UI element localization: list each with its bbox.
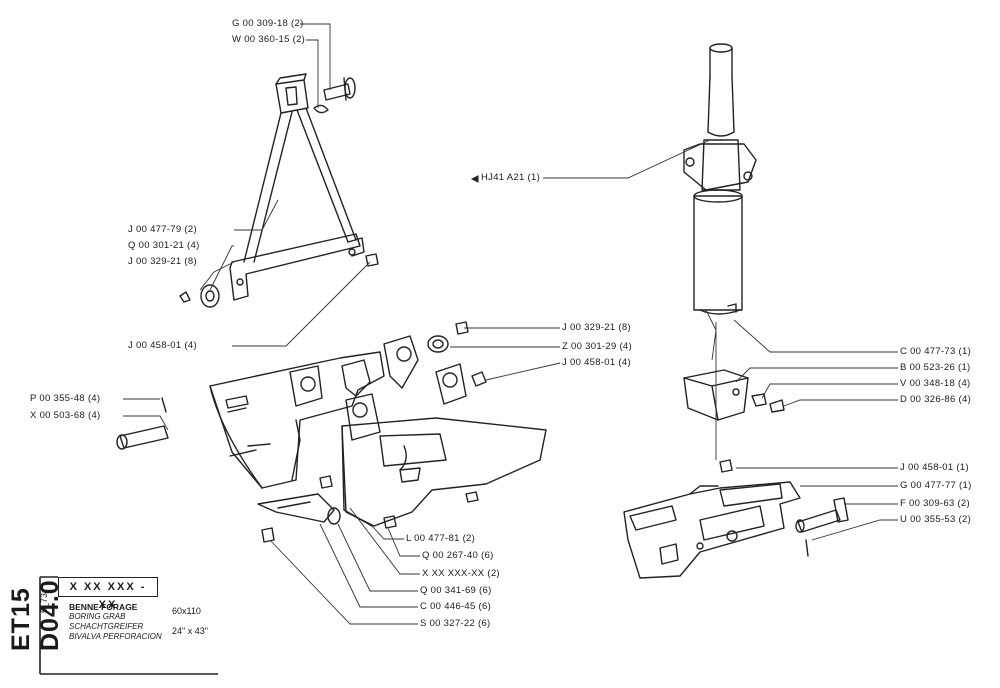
title-fr: BENNE FORAGE — [69, 602, 138, 612]
callout-s-327-22: S 00 327-22 (6) — [420, 618, 491, 629]
pin-p-355-48 — [161, 397, 167, 413]
bolt-s-327-22 — [261, 527, 275, 543]
bolt-v-348-18 — [751, 393, 767, 407]
callout-f-309-63: F 00 309-63 (2) — [900, 498, 970, 509]
nut-j-458-01-right — [719, 459, 733, 473]
callout-q-341-69: Q 00 341-69 (6) — [420, 585, 492, 596]
hydraulic-cylinder-part — [683, 43, 757, 315]
callout-j-458-01-right: J 00 458-01 (1) — [900, 462, 969, 473]
callout-j-458-01-mid: J 00 458-01 (4) — [562, 357, 631, 368]
callout-g-477-77: G 00 477-77 (1) — [900, 480, 972, 491]
pin-u-355-53 — [805, 539, 809, 557]
callout-x-503-68: X 00 503-68 (4) — [30, 410, 101, 421]
dimension-imperial: 24" x 43" — [172, 626, 208, 636]
callout-d-326-86: D 00 326-86 (4) — [900, 394, 972, 405]
callout-x-xxx: X XX XXX-XX (2) — [422, 568, 500, 579]
pin-f-309-63 — [795, 497, 849, 533]
sheet-code-block: ET15 D04.0 — [6, 510, 64, 660]
callout-j-458-01-left: J 00 458-01 (4) — [128, 340, 197, 351]
leader-lines — [123, 23, 898, 625]
bolt-d-326-86 — [769, 399, 785, 413]
hj41-arrow-icon — [470, 175, 479, 183]
title-es: BIVALVA PERFORACION — [69, 632, 162, 641]
washer-z-301-29 — [427, 335, 449, 353]
callout-c-477-73: C 00 477-73 (1) — [900, 346, 972, 357]
sheet-frame — [39, 576, 218, 675]
washer-q-301-21 — [179, 284, 220, 308]
tooth-l-477-81 — [257, 493, 335, 523]
callout-l-477-81: L 00 477-81 (2) — [406, 533, 476, 544]
nut-c-446-45 — [327, 507, 341, 525]
nut-j-458-01-mid — [471, 371, 487, 387]
callout-b-523-26: B 00 523-26 (1) — [900, 362, 971, 373]
callout-z-301-29: Z 00 301-29 (4) — [562, 341, 632, 352]
callout-hj41: HJ41 A21 (1) — [481, 172, 541, 183]
slide-frame-part — [623, 481, 801, 579]
title-en: BORING GRAB — [69, 612, 126, 621]
title-de: SCHACHTGREIFER — [69, 622, 144, 631]
bolt-j-329-21-mid — [455, 321, 469, 335]
title-block: X XX XXX - XX BENNE FORAGE BORING GRAB S… — [58, 577, 218, 675]
bracket-b-523-26 — [683, 369, 749, 421]
callout-j-329-21-mid: J 00 329-21 (8) — [562, 322, 631, 333]
grab-bucket-part — [209, 335, 547, 529]
part-number: X XX XXX - XX — [58, 577, 158, 611]
callout-p-355-48: P 00 355-48 (4) — [30, 393, 101, 404]
sheet-date: 5_73 — [39, 592, 50, 614]
callout-v-348-18: V 00 348-18 (4) — [900, 378, 971, 389]
callout-q-301-21: Q 00 301-21 (4) — [128, 240, 200, 251]
callout-q-267-40: Q 00 267-40 (6) — [422, 550, 494, 561]
a-frame-part — [229, 73, 365, 301]
nut-j-458-01-left — [365, 253, 379, 267]
callout-g-309-18: G 00 309-18 (2) — [232, 18, 304, 29]
pin-x-503-68 — [116, 425, 169, 450]
pin-g-309-18 — [323, 77, 356, 101]
callout-j-329-21-left: J 00 329-21 (8) — [128, 256, 197, 267]
callout-j-477-79: J 00 477-79 (2) — [128, 224, 197, 235]
dimension-metric: 60x110 — [172, 606, 201, 616]
callout-w-360-15: W 00 360-15 (2) — [232, 34, 306, 45]
clip-w-360-15 — [313, 104, 329, 114]
sheet-code: ET15 D04.0 — [7, 579, 64, 651]
callout-u-355-53: U 00 355-53 (2) — [900, 514, 972, 525]
callout-c-446-45: C 00 446-45 (6) — [420, 601, 492, 612]
